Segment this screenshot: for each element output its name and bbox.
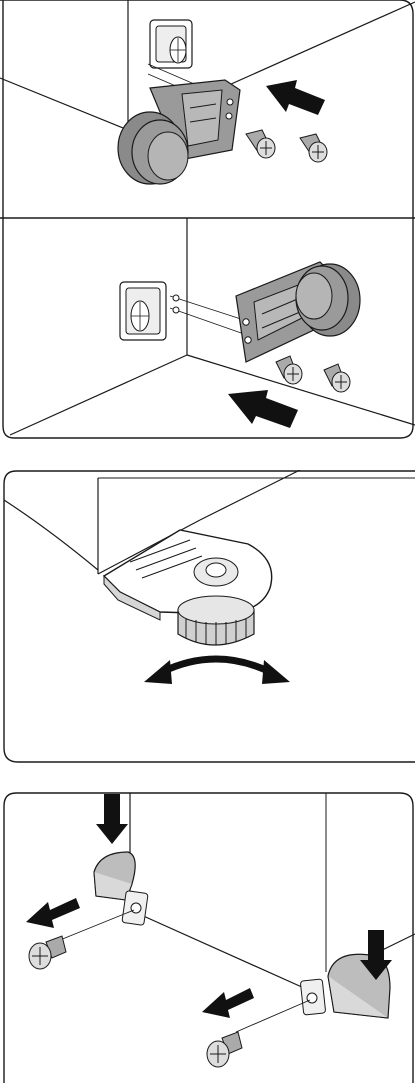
screw-icon — [246, 130, 275, 158]
direction-arrow — [26, 898, 80, 928]
corner-guard-diagram — [0, 792, 415, 1083]
caster-wheel — [150, 20, 192, 68]
corner-guard-left — [94, 852, 148, 925]
screw-icon — [29, 936, 66, 969]
cabinet-edge — [187, 355, 415, 425]
screw-icon — [300, 134, 327, 162]
press-down-arrow — [96, 794, 128, 844]
cabinet-edge — [0, 78, 128, 130]
foot-install-diagram — [0, 0, 415, 440]
cabinet-edge — [4, 500, 98, 570]
adjustment-knob — [178, 596, 254, 645]
screw-icon — [207, 1032, 242, 1067]
step-1-drawing — [0, 0, 415, 184]
rotate-double-arrow-icon — [144, 659, 290, 684]
cabinet-edge — [130, 910, 304, 988]
step-2-drawing — [10, 218, 415, 435]
screw-icon — [324, 364, 350, 392]
frame-border — [0, 0, 413, 438]
figure-1-2-frame — [0, 0, 415, 440]
caster-wheel — [120, 282, 166, 340]
cabinet-edge — [10, 355, 187, 435]
direction-arrow — [266, 80, 325, 115]
screw-icon — [276, 356, 302, 384]
figure-3-frame — [0, 470, 415, 770]
figure-4-frame — [0, 792, 415, 1083]
direction-arrow — [202, 988, 254, 1018]
foot-adjust-diagram — [0, 470, 415, 770]
direction-arrow — [228, 390, 298, 428]
corner-guard-right — [300, 934, 415, 1018]
